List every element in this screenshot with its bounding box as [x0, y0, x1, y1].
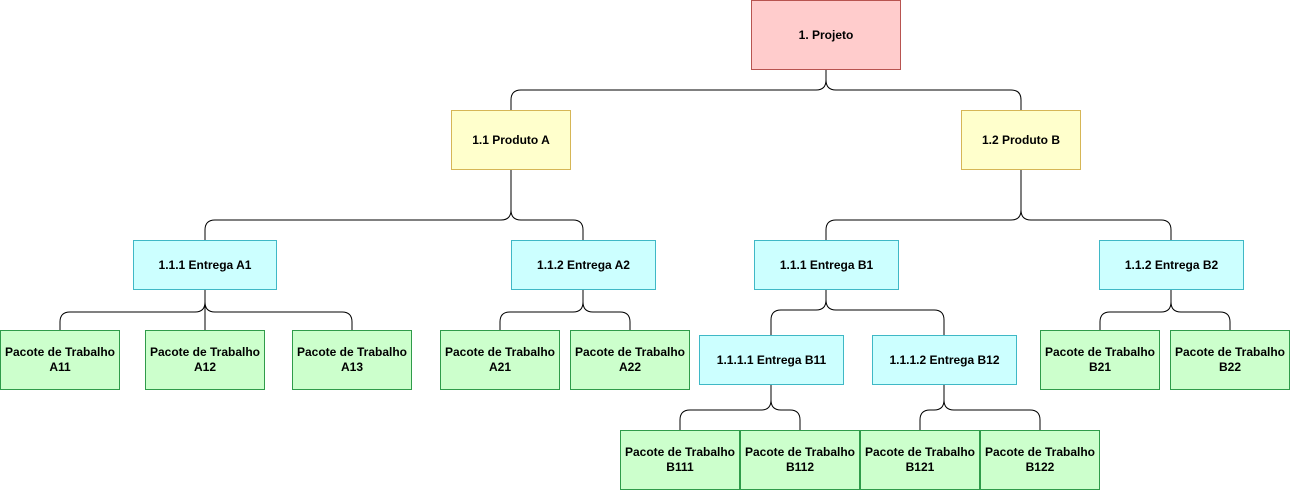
- node-entrega-b12[interactable]: 1.1.1.2 Entrega B12: [872, 335, 1017, 385]
- connector-b12-b121: [919, 385, 945, 430]
- node-produto-a[interactable]: 1.1 Produto A: [451, 110, 571, 170]
- connector-b12-b122: [943, 385, 1041, 430]
- node-pacote-a13[interactable]: Pacote de Trabalho A13: [292, 330, 412, 390]
- connector-project-product-a: [510, 70, 827, 110]
- node-pacote-b112[interactable]: Pacote de Trabalho B112: [740, 430, 860, 490]
- node-entrega-b11[interactable]: 1.1.1.1 Entrega B11: [699, 335, 844, 385]
- node-entrega-b1[interactable]: 1.1.1 Entrega B1: [754, 240, 899, 290]
- connector-b1-b11: [770, 290, 827, 335]
- node-projeto[interactable]: 1. Projeto: [751, 0, 901, 70]
- connector-a1-a11: [59, 290, 206, 330]
- connector-product-b-entrega-b2: [1020, 170, 1172, 240]
- connector-a2-a22: [582, 290, 631, 330]
- node-entrega-a1[interactable]: 1.1.1 Entrega A1: [133, 240, 277, 290]
- node-pacote-a21[interactable]: Pacote de Trabalho A21: [440, 330, 560, 390]
- node-pacote-a12[interactable]: Pacote de Trabalho A12: [145, 330, 265, 390]
- node-entrega-b2[interactable]: 1.1.2 Entrega B2: [1099, 240, 1244, 290]
- node-pacote-b22[interactable]: Pacote de Trabalho B22: [1170, 330, 1290, 390]
- node-pacote-a22[interactable]: Pacote de Trabalho A22: [570, 330, 690, 390]
- connector-product-a-entrega-a2: [510, 170, 584, 240]
- node-produto-b[interactable]: 1.2 Produto B: [961, 110, 1081, 170]
- node-pacote-a11[interactable]: Pacote de Trabalho A11: [0, 330, 120, 390]
- connector-b11-b111: [679, 385, 772, 430]
- connector-product-a-entrega-a1: [204, 170, 512, 240]
- connector-project-product-b: [825, 70, 1022, 110]
- node-entrega-a2[interactable]: 1.1.2 Entrega A2: [511, 240, 656, 290]
- node-pacote-b121[interactable]: Pacote de Trabalho B121: [860, 430, 980, 490]
- connector-product-b-entrega-b1: [825, 170, 1022, 240]
- connector-a1-a13: [204, 290, 353, 330]
- connector-b11-b112: [770, 385, 801, 430]
- node-pacote-b122[interactable]: Pacote de Trabalho B122: [980, 430, 1100, 490]
- connector-b2-b22: [1170, 290, 1231, 330]
- connector-a2-a21: [499, 290, 584, 330]
- connector-b2-b21: [1099, 290, 1172, 330]
- node-pacote-b21[interactable]: Pacote de Trabalho B21: [1040, 330, 1160, 390]
- connector-b1-b12: [825, 290, 945, 335]
- node-pacote-b111[interactable]: Pacote de Trabalho B111: [620, 430, 740, 490]
